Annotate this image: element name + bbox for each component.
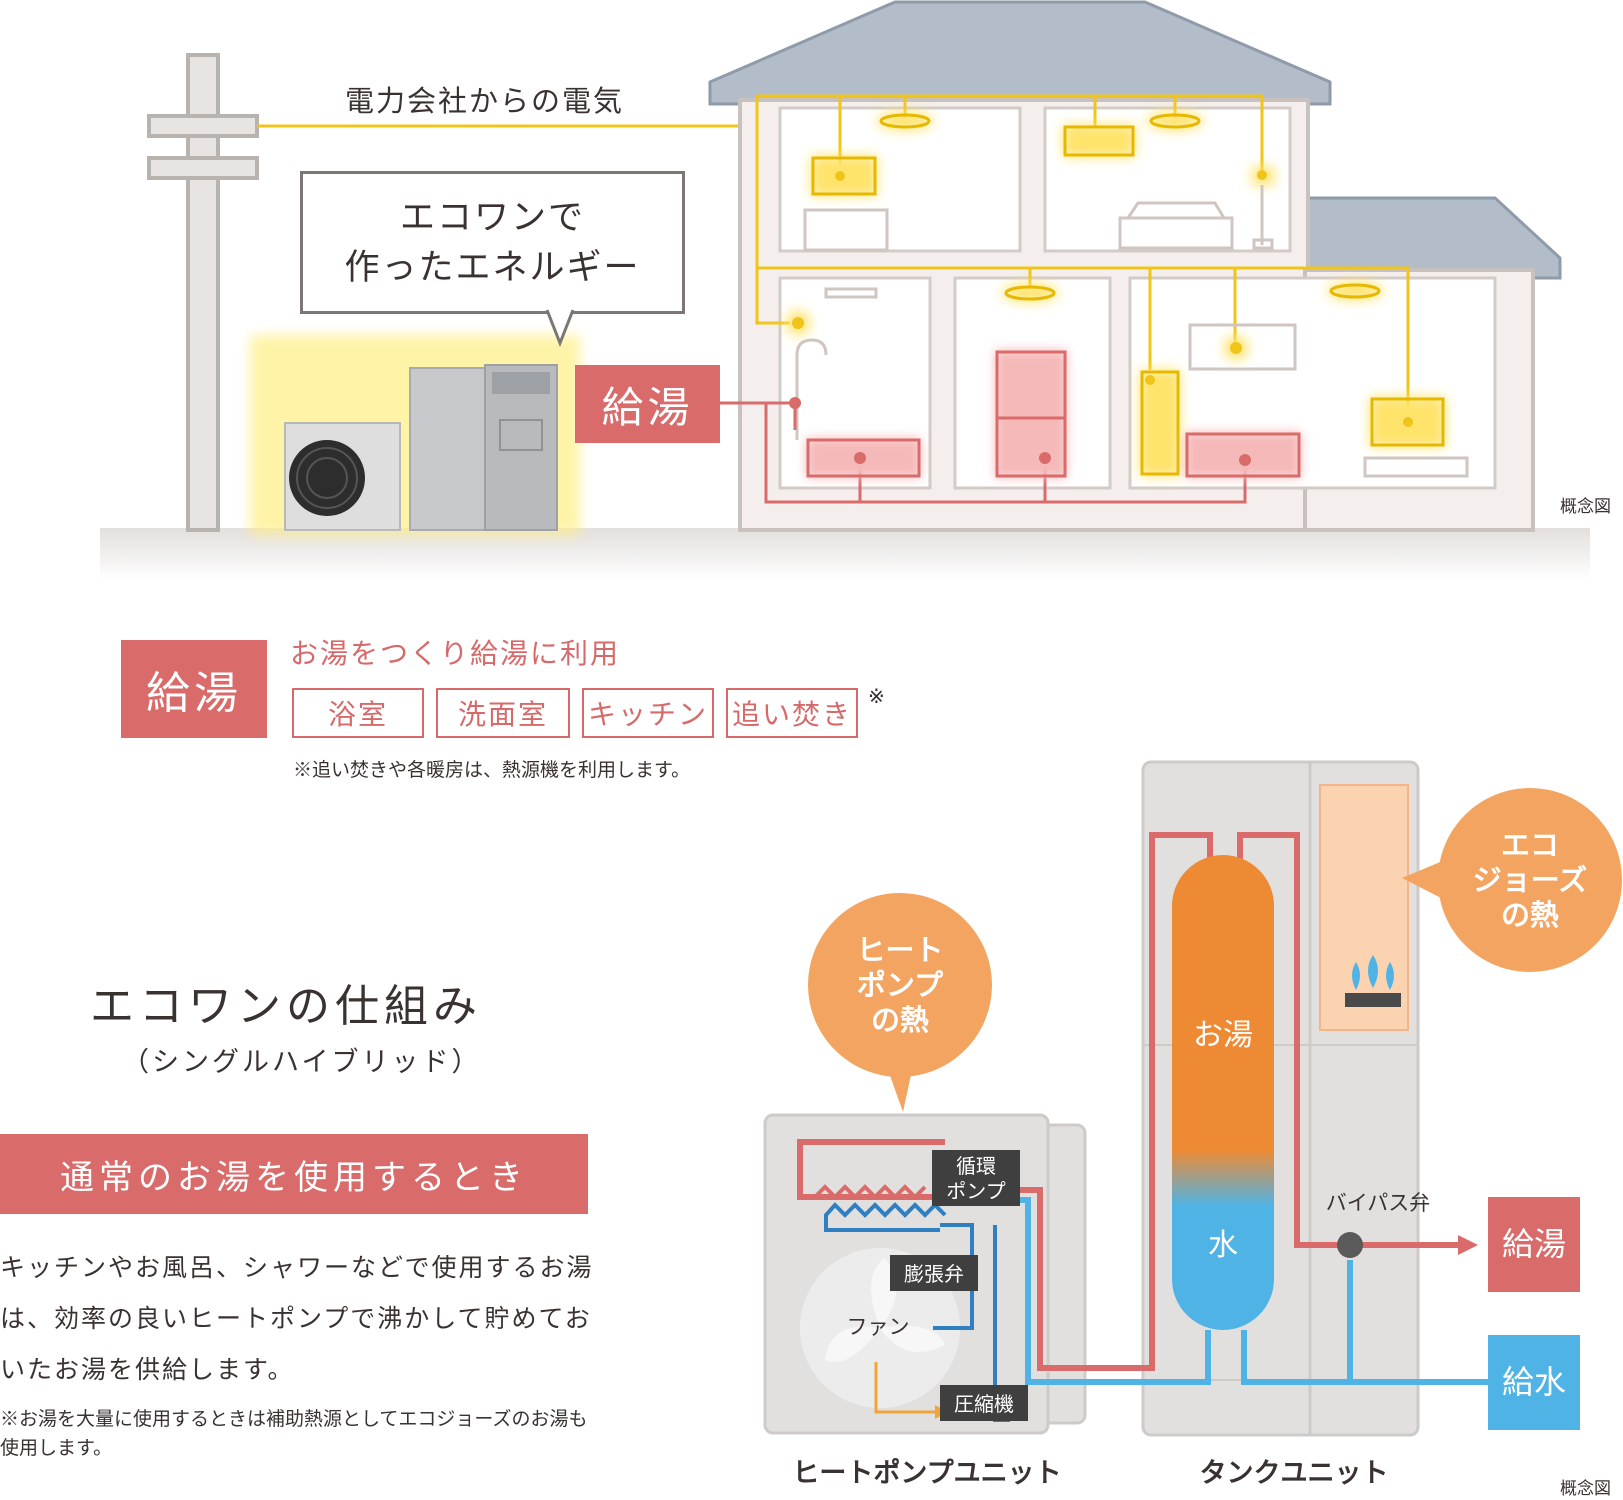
house-supply-tag: 給湯	[575, 365, 720, 443]
ecojozu-box	[1319, 784, 1409, 1031]
cold-supply-label: 給水	[1502, 1363, 1566, 1401]
usage-tag: 給湯	[121, 640, 267, 738]
cold-supply-box	[1488, 1335, 1580, 1430]
grid-electricity-label: 電力会社からの電気	[345, 84, 625, 118]
valve-label-box	[890, 1255, 978, 1291]
bypass-label: バイパス弁	[1326, 1191, 1431, 1215]
house-illustration	[100, 0, 1590, 580]
hp-bubble-line-3: の熱	[871, 1003, 929, 1037]
tank-unit-label: タンクユニット	[1200, 1458, 1389, 1489]
hp-unit-label: ヒートポンプユニット	[792, 1458, 1061, 1489]
usage-description: お湯をつくり給湯に利用	[290, 637, 621, 670]
furniture	[795, 185, 1469, 478]
condenser-coil	[813, 1184, 927, 1200]
fan-label: ファン	[847, 1315, 910, 1339]
pump-label-1: 循環	[956, 1154, 996, 1178]
valve-label: 膨張弁	[904, 1262, 964, 1286]
usage-chip-mark: ※	[868, 684, 885, 708]
mechanism-subtitle: （シングルハイブリッド）	[122, 1047, 482, 1078]
tank-hot-label: お湯	[1193, 1018, 1253, 1053]
heat-pump-bubble	[808, 893, 992, 1112]
hot-supply-label: 給湯	[1502, 1225, 1566, 1263]
house-wiring	[755, 94, 1410, 420]
eco-bubble-line-3: の熱	[1501, 898, 1559, 932]
usage-chip-reheat: 追い焚き	[726, 688, 858, 738]
concept-note-top: 概念図	[1560, 497, 1611, 517]
ecoone-units	[250, 335, 580, 535]
hot-supply-box	[1488, 1197, 1580, 1292]
mechanism-body: キッチンやお風呂、シャワーなどで使用するお湯は、効率の良いヒートポンプで沸かして…	[0, 1253, 594, 1384]
compressor-label-box	[940, 1385, 1028, 1421]
usage-chip-kitchen: キッチン	[582, 688, 714, 738]
pump-label-2: ポンプ	[946, 1179, 1005, 1203]
compressor-label: 圧縮機	[954, 1392, 1014, 1416]
utility-pole	[147, 53, 259, 532]
pump-label-box	[932, 1150, 1020, 1206]
cold-pipes	[1010, 1197, 1508, 1385]
hp-bubble-line-2: ポンプ	[857, 968, 944, 1002]
mechanism-note: ※お湯を大量に使用するときは補助熱源としてエコジョーズのお湯も使用します。	[0, 1408, 588, 1459]
lit-appliances	[786, 112, 1445, 476]
storage-tank	[1172, 855, 1274, 1330]
bubble-line-1: エコワンで	[399, 197, 585, 238]
gas-flame-icon	[1345, 955, 1401, 1007]
bubble-line-2: 作ったエネルギー	[344, 247, 641, 288]
mechanism-title: エコワンの仕組み	[90, 981, 482, 1032]
concept-note-bottom: 概念図	[1560, 1479, 1611, 1499]
tank-water-label: 水	[1208, 1228, 1238, 1263]
usage-chip-bath: 浴室	[292, 688, 424, 738]
bypass-valve	[1337, 1232, 1363, 1258]
ground	[100, 528, 1590, 580]
speech-bubble-tail	[545, 309, 575, 348]
airflow-arrow	[874, 1362, 935, 1414]
usage-chip-washroom: 洗面室	[436, 688, 570, 738]
eco-bubble-line-1: エコ	[1501, 828, 1559, 862]
hot-water-fixtures	[789, 350, 1301, 478]
case-banner: 通常のお湯を使用するとき	[0, 1134, 588, 1214]
usage-note: ※追い焚きや各暖房は、熱源機を利用します。	[293, 759, 691, 781]
hp-bubble-line-1: ヒート	[856, 933, 943, 967]
eco-bubble-line-2: ジョーズ	[1473, 863, 1588, 897]
ecojozu-bubble	[1402, 788, 1622, 972]
energy-speech-bubble: エコワンで 作ったエネルギー	[300, 171, 685, 314]
